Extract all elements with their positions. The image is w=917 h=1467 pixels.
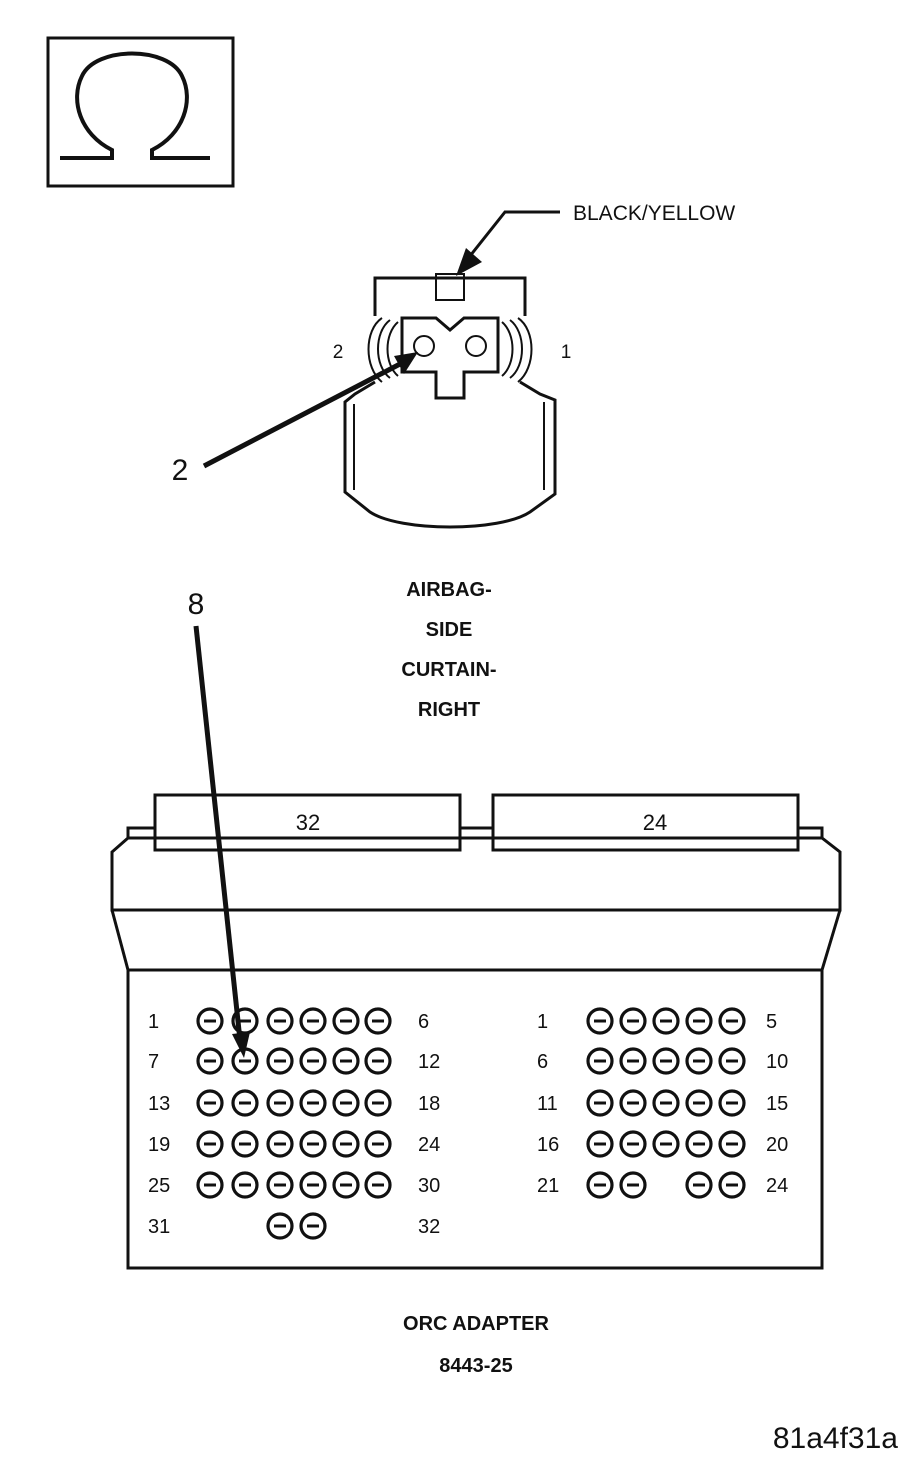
row-start-label: 25 [148, 1175, 170, 1197]
row-start-label: 16 [537, 1134, 559, 1156]
adapter-part-number: 8443-25 [439, 1355, 512, 1377]
adapter-callout-line [193, 625, 243, 1041]
ohmmeter-icon [46, 36, 235, 188]
row-end-label: 30 [418, 1175, 440, 1197]
row-end-label: 24 [418, 1134, 440, 1156]
row-start-label: 21 [537, 1175, 559, 1197]
row-start-label: 31 [148, 1216, 170, 1238]
wire-arrowhead [456, 248, 482, 276]
tab-left-label: 32 [296, 810, 320, 835]
row-end-label: 18 [418, 1093, 440, 1115]
row-end-label: 24 [766, 1175, 788, 1197]
row-start-label: 1 [537, 1011, 548, 1033]
adapter-title: ORC ADAPTER [403, 1313, 549, 1335]
row-start-label: 13 [148, 1093, 170, 1115]
row-start-label: 1 [148, 1011, 159, 1033]
row-end-label: 6 [418, 1011, 429, 1033]
adapter-callout-number: 8 [188, 588, 205, 621]
connector-name: AIRBAG- SIDE CURTAIN- RIGHT [401, 579, 496, 721]
adapter-callout-arrowhead [232, 1032, 250, 1058]
adapter-pins [196, 1007, 746, 1240]
row-start-label: 6 [537, 1051, 548, 1073]
row-end-label: 5 [766, 1011, 777, 1033]
connector-name-line: CURTAIN- [401, 659, 496, 681]
terminal-1 [465, 335, 487, 357]
wire-color-label: BLACK/YELLOW [573, 202, 735, 225]
connector-name-line: SIDE [426, 619, 473, 641]
right-row-labels: 1 5 6 10 11 15 16 20 21 24 [537, 1011, 788, 1197]
row-start-label: 11 [537, 1093, 558, 1115]
tab-right [491, 793, 800, 852]
row-end-label: 10 [766, 1051, 788, 1073]
tab-left [153, 793, 462, 852]
row-end-label: 32 [418, 1216, 440, 1238]
row-end-label: 12 [418, 1051, 440, 1073]
connector-callout-number: 2 [172, 454, 189, 487]
connector-name-line: AIRBAG- [406, 579, 492, 601]
airbag-connector-drawing [202, 210, 560, 529]
wire-leader-line [468, 210, 560, 257]
row-start-label: 19 [148, 1134, 170, 1156]
tab-right-label: 24 [643, 810, 667, 835]
connector-name-line: RIGHT [418, 699, 480, 721]
left-row-labels: 1 6 7 12 13 18 19 24 25 30 31 32 [148, 1011, 440, 1238]
row-end-label: 20 [766, 1134, 788, 1156]
adapter-face [126, 968, 824, 1270]
pin-right-label: 1 [561, 342, 572, 363]
row-end-label: 15 [766, 1093, 788, 1115]
figure-id: 81a4f31a [773, 1422, 898, 1455]
pin-left-label: 2 [333, 342, 344, 363]
row-start-label: 7 [148, 1051, 159, 1073]
terminal-2 [413, 335, 435, 357]
orc-adapter-drawing [110, 793, 842, 1270]
